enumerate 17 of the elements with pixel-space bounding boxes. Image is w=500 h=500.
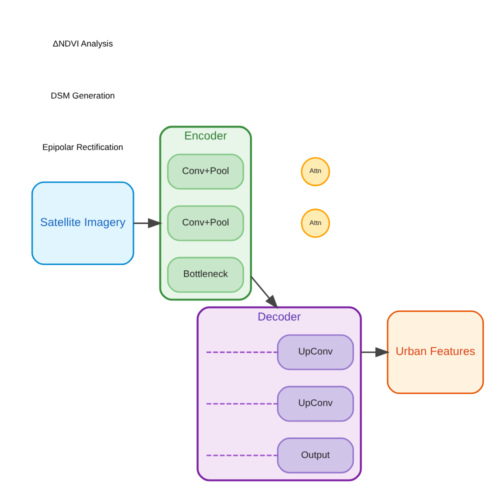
arrow — [250, 276, 278, 309]
node-box: UpConv — [276, 386, 354, 422]
node-box: Output — [276, 438, 354, 474]
label: ΔNDVI Analysis — [52, 38, 112, 49]
arrow — [133, 218, 162, 228]
node-box: Urban Features — [386, 310, 484, 394]
connector — [206, 454, 278, 456]
label: Epipolar Rectification — [42, 142, 123, 152]
node-box: Satellite Imagery — [30, 181, 134, 266]
connector — [206, 352, 278, 353]
node-box: Conv+Pool — [166, 154, 244, 190]
node-box: UpConv — [276, 334, 354, 370]
label: DSM Generation — [50, 90, 114, 100]
arrow — [360, 347, 390, 358]
node-box: Conv+Pool — [166, 205, 244, 242]
connector — [206, 403, 278, 405]
node-box: Bottleneck — [166, 256, 244, 293]
